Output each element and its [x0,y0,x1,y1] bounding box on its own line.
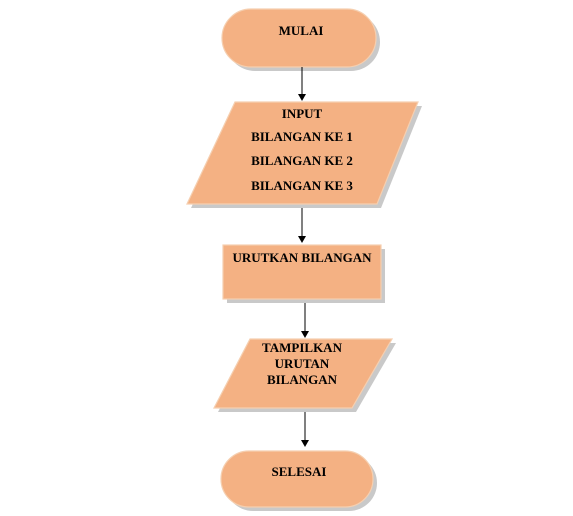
input-line-1: INPUT [282,106,323,121]
start-label: MULAI [279,23,324,38]
input-line-4: BILANGAN KE 3 [251,178,353,193]
output-line-1: TAMPILKAN [262,340,343,355]
process-rectangle: URUTKAN BILANGAN [222,244,385,303]
output-line-2: URUTAN [275,356,330,371]
arrow-process-to-output [301,303,309,338]
start-terminator: MULAI [221,8,380,71]
input-line-3: BILANGAN KE 2 [251,153,353,168]
end-label: SELESAI [272,464,327,479]
process-label: URUTKAN BILANGAN [232,250,372,265]
output-parallelogram: TAMPILKAN URUTAN BILANGAN [213,338,396,412]
input-line-2: BILANGAN KE 1 [251,129,353,144]
input-parallelogram: INPUT BILANGAN KE 1 BILANGAN KE 2 BILANG… [186,101,422,208]
arrow-start-to-input [298,67,306,101]
end-terminator: SELESAI [220,450,377,511]
arrow-input-to-process [298,208,306,243]
arrow-output-to-end [301,412,309,447]
output-line-3: BILANGAN [267,372,338,387]
